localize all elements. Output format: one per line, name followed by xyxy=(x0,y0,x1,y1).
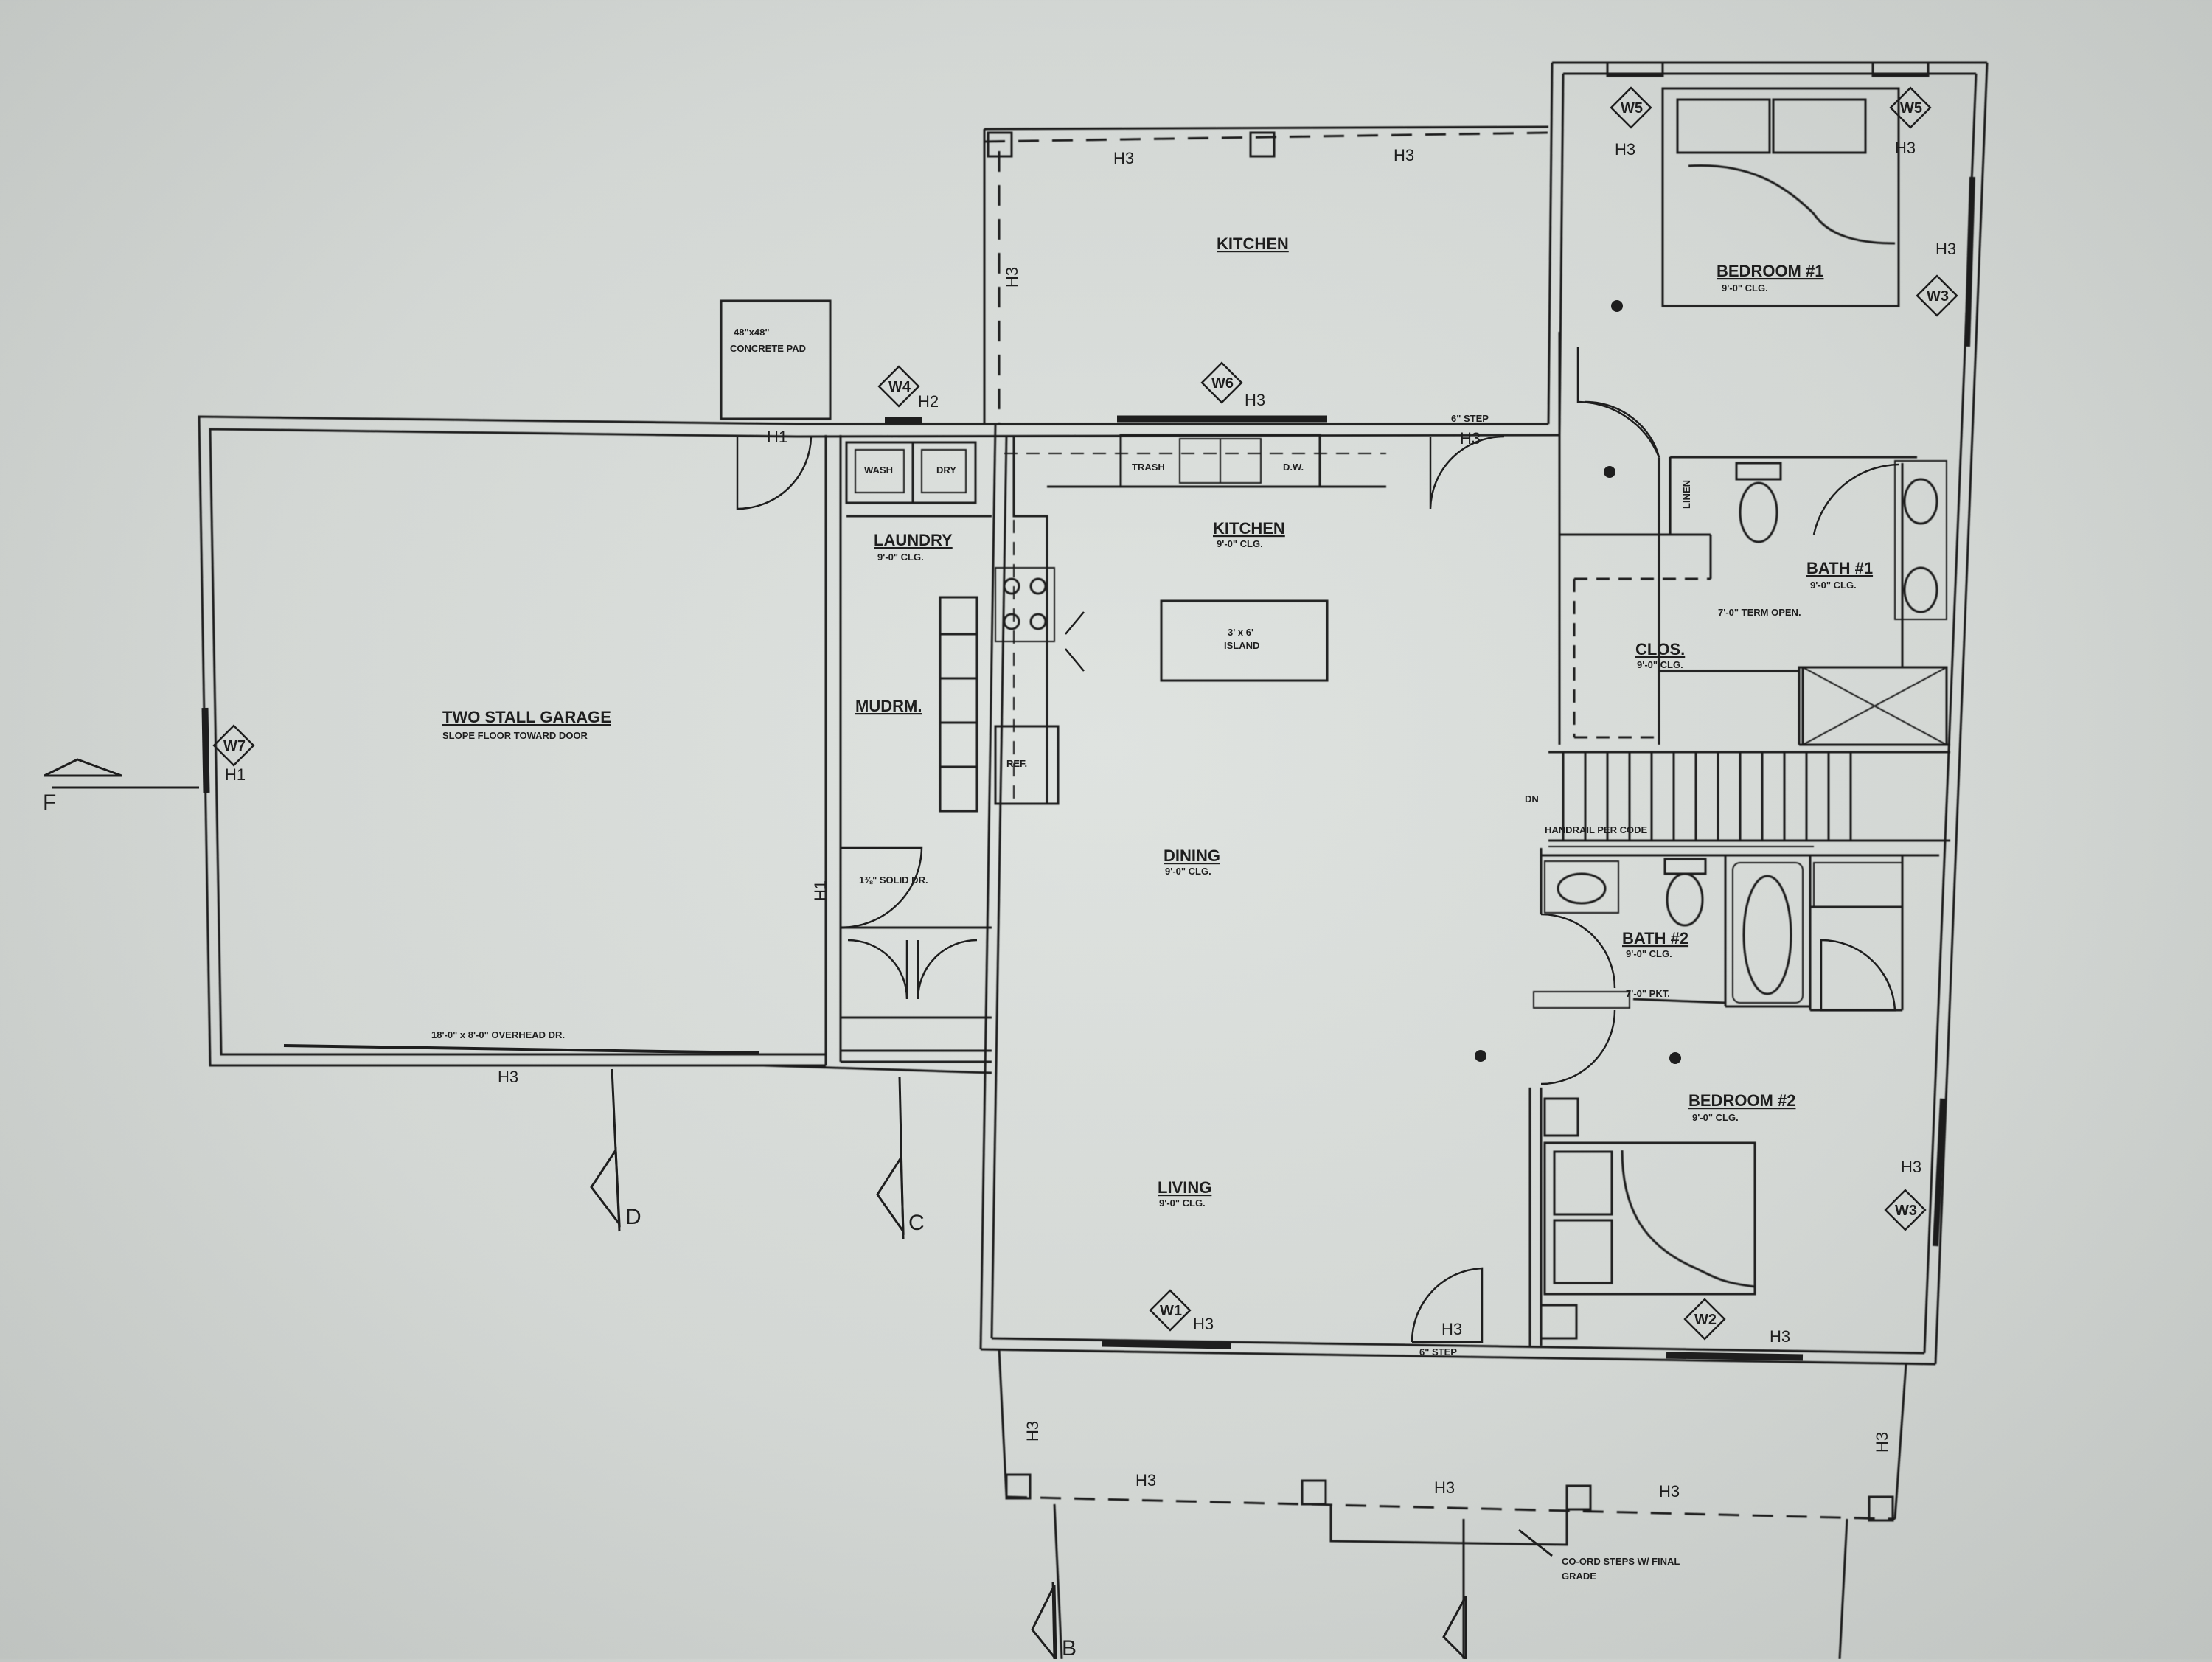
clos-label: CLOS. xyxy=(1635,640,1685,658)
doors xyxy=(736,347,1899,1343)
bath1-ceiling: 9'-0" CLG. xyxy=(1810,580,1857,591)
header-h3-bedroom1-left: H3 xyxy=(1615,140,1635,159)
handrail-label: HANDRAIL PER CODE xyxy=(1545,824,1647,835)
ceiling-lights xyxy=(1475,300,1681,1064)
header-h3-living: H3 xyxy=(1193,1315,1214,1333)
stairs xyxy=(1548,751,1950,847)
window-w5-left: W5 xyxy=(1621,100,1643,117)
pocket-door-label: 7'-0" PKT. xyxy=(1626,988,1670,999)
header-h3-bedroom2: H3 xyxy=(1770,1327,1790,1346)
bath2-label: BATH #2 xyxy=(1622,929,1688,948)
header-h3-porch-east: H3 xyxy=(1873,1432,1891,1453)
header-h3-porch-3: H3 xyxy=(1659,1482,1680,1501)
header-h3-front-door: H3 xyxy=(1441,1320,1462,1338)
header-h3-kitchen-porch-2: H3 xyxy=(1394,146,1414,164)
section-markers xyxy=(44,758,1553,1662)
section-b: B xyxy=(1062,1636,1077,1659)
concrete-pad xyxy=(720,299,832,420)
ref-label: REF. xyxy=(1006,758,1027,769)
header-h3-porch-2: H3 xyxy=(1434,1478,1455,1497)
header-h3-garage: H3 xyxy=(498,1068,518,1086)
living-label: LIVING xyxy=(1158,1178,1211,1197)
concrete-pad-label: 48"x48" xyxy=(734,327,769,338)
trash-label: TRASH xyxy=(1132,462,1165,473)
overhead-door-label: 18'-0" x 8'-0" OVERHEAD DR. xyxy=(431,1029,565,1040)
header-h3-bedroom1-east: H3 xyxy=(1935,240,1956,258)
bedroom1-ceiling: 9'-0" CLG. xyxy=(1722,282,1768,293)
header-h3-porch-side: H3 xyxy=(1003,267,1021,288)
header-h3-kitchen-window: H3 xyxy=(1245,391,1265,409)
window-w6: W6 xyxy=(1211,375,1234,392)
bedroom2-ceiling: 9'-0" CLG. xyxy=(1692,1112,1739,1123)
step-label-south: 6" STEP xyxy=(1419,1346,1457,1357)
bath1-label: BATH #1 xyxy=(1806,559,1873,577)
south-porch xyxy=(998,1349,1907,1660)
window-tags xyxy=(212,86,1958,1341)
solid-door-label: 1⅜" SOLID DR. xyxy=(859,875,928,886)
window-w3-bedroom2: W3 xyxy=(1895,1203,1917,1219)
header-h3-kitchen-door: H3 xyxy=(1460,429,1481,448)
window-w7: W7 xyxy=(223,738,246,754)
header-h1-mudroom: H1 xyxy=(811,880,830,901)
island-sub: ISLAND xyxy=(1224,640,1259,651)
kitchen-cabinets xyxy=(994,434,1386,805)
window-w1: W1 xyxy=(1160,1303,1182,1319)
concrete-pad-sub: CONCRETE PAD xyxy=(730,343,806,354)
section-c: C xyxy=(908,1211,925,1235)
bed-2 xyxy=(1543,1141,1756,1296)
window-w2: W2 xyxy=(1694,1312,1717,1328)
window-openings xyxy=(201,415,1804,1361)
window-w4: W4 xyxy=(888,379,911,395)
header-h3-kitchen-porch-1: H3 xyxy=(1113,149,1134,167)
wash-label: WASH xyxy=(864,465,893,476)
steps-note-2: GRADE xyxy=(1562,1571,1596,1582)
dw-label: D.W. xyxy=(1283,462,1304,473)
header-h1-garage-door: H1 xyxy=(767,428,787,446)
laundry-label: LAUNDRY xyxy=(874,531,953,549)
section-d: D xyxy=(625,1205,641,1229)
bed-1 xyxy=(1661,87,1900,307)
linen-label: LINEN xyxy=(1681,480,1692,509)
header-h3-bedroom1-right: H3 xyxy=(1895,139,1916,157)
laundry-ceiling: 9'-0" CLG. xyxy=(877,552,924,563)
north-porch xyxy=(984,131,1549,424)
dining-ceiling: 9'-0" CLG. xyxy=(1165,866,1211,877)
term-open-label: 7'-0" TERM OPEN. xyxy=(1718,607,1801,618)
header-h1-garage-window: H1 xyxy=(225,765,246,784)
stair-dn-label: DN xyxy=(1525,793,1539,804)
header-h3-bedroom2-east: H3 xyxy=(1901,1158,1921,1176)
steps-note: CO-ORD STEPS W/ FINAL xyxy=(1562,1556,1680,1567)
garage-note: SLOPE FLOOR TOWARD DOOR xyxy=(442,730,588,741)
kitchen-ceiling: 9'-0" CLG. xyxy=(1217,538,1263,549)
island-label: 3' x 6' xyxy=(1228,627,1253,638)
kitchen-island xyxy=(1160,599,1329,682)
kitchen-porch-label: KITCHEN xyxy=(1217,234,1289,253)
bath2-ceiling: 9'-0" CLG. xyxy=(1626,948,1672,959)
header-h3-porch-west: H3 xyxy=(1023,1421,1042,1442)
step-label-north: 6" STEP xyxy=(1451,413,1489,424)
dining-label: DINING xyxy=(1164,846,1220,865)
bedroom1-label: BEDROOM #1 xyxy=(1717,262,1823,280)
header-h3-porch-1: H3 xyxy=(1135,1471,1156,1489)
header-h2: H2 xyxy=(918,392,939,411)
living-ceiling: 9'-0" CLG. xyxy=(1159,1197,1206,1209)
window-w5-right: W5 xyxy=(1900,100,1922,117)
bedroom2-label: BEDROOM #2 xyxy=(1688,1091,1795,1110)
garage-label: TWO STALL GARAGE xyxy=(442,708,611,726)
section-f: F xyxy=(43,790,56,815)
mudroom-label: MUDRM. xyxy=(855,697,922,715)
mudroom-bench xyxy=(939,596,978,813)
laundry-fixtures xyxy=(845,441,992,518)
kitchen-label: KITCHEN xyxy=(1213,519,1285,538)
clos-ceiling: 9'-0" CLG. xyxy=(1637,659,1683,670)
dry-label: DRY xyxy=(936,465,956,476)
window-w3-bedroom1: W3 xyxy=(1927,288,1949,305)
